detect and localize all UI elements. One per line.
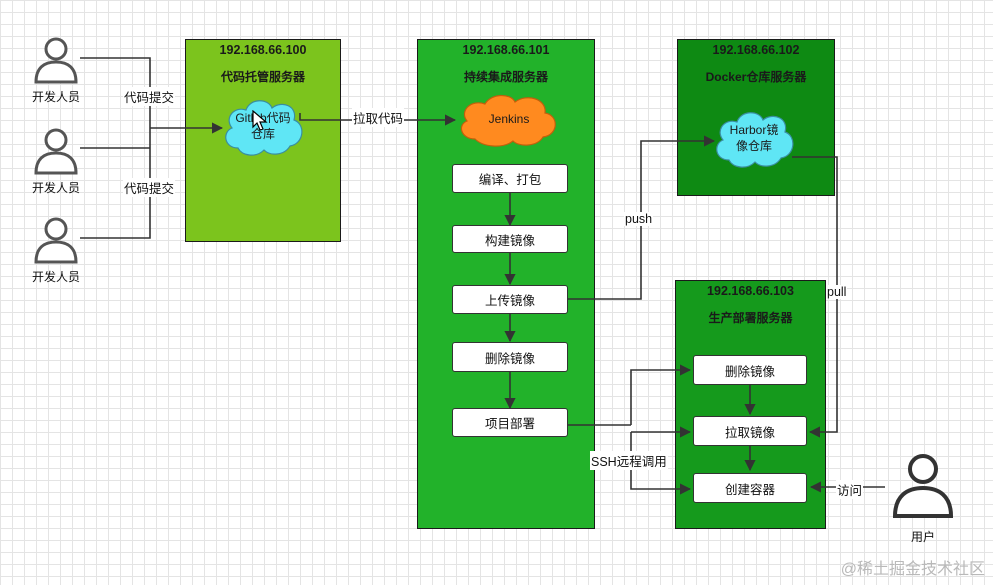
watermark: @稀土掘金技术社区 [840, 561, 985, 578]
user-icon [34, 217, 78, 264]
label-push: push [624, 212, 654, 226]
developer-2: 开发人员 [26, 127, 86, 195]
developer-3: 开发人员 [26, 216, 86, 284]
docker-server-ip: 192.168.66.102 [712, 43, 800, 57]
harbor-cloud-line2: 像仓库 [735, 139, 772, 153]
prod-step-pull-image: 拉取镜像 [693, 416, 807, 446]
harbor-cloud: Harbor镜 像仓库 [711, 104, 797, 172]
label-ssh: SSH远程调用 [590, 451, 668, 470]
ssh-to-delete [630, 364, 692, 425]
label-pull-code: 拉取代码 [352, 108, 405, 127]
developer-3-label: 开发人员 [31, 270, 80, 284]
developer-1-label: 开发人员 [31, 90, 80, 104]
gitlab-cloud-line2: 仓库 [250, 127, 275, 141]
label-visit: 访问 [836, 480, 864, 499]
gitlab-server-title: 代码托管服务器 [220, 70, 305, 84]
gitlab-server-ip: 192.168.66.100 [219, 43, 307, 57]
gitlab-server-box: 192.168.66.100 代码托管服务器 [185, 39, 341, 242]
prod-server-ip: 192.168.66.103 [707, 284, 794, 298]
step-delete-image: 删除镜像 [452, 342, 568, 372]
jenkins-server-ip: 192.168.66.101 [462, 43, 550, 57]
label-pull: pull [826, 285, 848, 299]
prod-step-create-container: 创建容器 [693, 473, 807, 503]
docker-server-title: Docker仓库服务器 [705, 70, 807, 84]
prod-server-title: 生产部署服务器 [708, 311, 793, 325]
jenkins-server-title: 持续集成服务器 [463, 70, 548, 84]
step-deploy-project: 项目部署 [452, 408, 568, 437]
end-user-label: 用户 [910, 530, 935, 544]
harbor-cloud-line1: Harbor镜 [729, 123, 779, 137]
user-icon [34, 37, 78, 84]
step-compile-package: 编译、打包 [452, 164, 568, 193]
user-icon [34, 128, 78, 175]
jenkins-cloud-label: Jenkins [488, 112, 530, 126]
user-icon [892, 454, 954, 518]
gitlab-cloud-line1: Gitlab代码 [235, 111, 291, 125]
cursor-icon [252, 109, 268, 137]
prod-step-delete-image: 删除镜像 [693, 355, 807, 385]
step-build-image: 构建镜像 [452, 225, 568, 253]
gitlab-cloud: Gitlab代码 仓库 [220, 92, 306, 160]
end-user: 用户 [883, 452, 963, 544]
label-commit-top: 代码提交 [123, 87, 176, 106]
developer-2-label: 开发人员 [31, 181, 80, 195]
label-commit-bottom: 代码提交 [123, 178, 176, 197]
dev3-line [80, 128, 151, 239]
jenkins-cloud: Jenkins [455, 89, 563, 149]
step-upload-image: 上传镜像 [452, 285, 568, 314]
developer-1: 开发人员 [26, 36, 86, 104]
